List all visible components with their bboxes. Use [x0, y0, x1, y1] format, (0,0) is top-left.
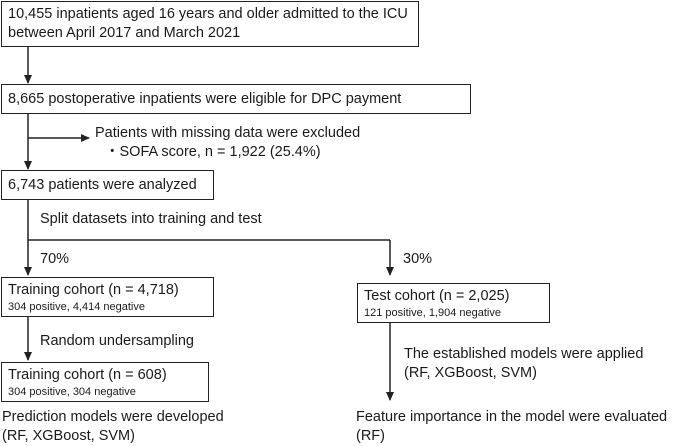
left-result-line2: (RF, XGBoost, SVM)	[2, 428, 135, 444]
training-cohort-box: Training cohort (n = 4,718) 304 positive…	[1, 277, 214, 317]
test-cohort-title: Test cohort (n = 2,025)	[364, 288, 510, 304]
applied-label-line1: The established models were applied	[404, 346, 644, 362]
left-percentage: 70%	[40, 251, 70, 267]
analyzed-box: 6,743 patients were analyzed	[1, 170, 214, 200]
exclusion-item: ・SOFA score, n = 1,922 (25.4%)	[105, 144, 321, 160]
initial-cohort-box: 10,455 inpatients aged 16 years and olde…	[1, 1, 419, 47]
left-result-line1: Prediction models were developed	[2, 409, 224, 425]
undersampled-training-detail: 304 positive, 304 negative	[8, 386, 136, 398]
right-result-line1: Feature importance in the model were eva…	[356, 409, 668, 425]
test-cohort-detail: 121 positive, 1,904 negative	[364, 307, 501, 319]
right-result-line2: (RF)	[356, 428, 385, 444]
analyzed-text: 6,743 patients were analyzed	[8, 177, 197, 193]
initial-cohort-line2: between April 2017 and March 2021	[8, 25, 241, 41]
split-label: Split datasets into training and test	[40, 211, 262, 227]
undersampled-training-box: Training cohort (n = 608) 304 positive, …	[1, 362, 209, 402]
applied-label-line2: (RF, XGBoost, SVM)	[404, 365, 537, 381]
training-cohort-title: Training cohort (n = 4,718)	[8, 282, 179, 298]
exclusion-title: Patients with missing data were excluded	[95, 125, 361, 141]
test-cohort-box: Test cohort (n = 2,025) 121 positive, 1,…	[357, 283, 550, 323]
undersampled-training-title: Training cohort (n = 608)	[8, 367, 167, 383]
eligible-text: 8,665 postoperative inpatients were elig…	[8, 91, 402, 107]
right-percentage: 30%	[403, 251, 433, 267]
training-cohort-detail: 304 positive, 4,414 negative	[8, 301, 145, 313]
initial-cohort-line1: 10,455 inpatients aged 16 years and olde…	[8, 6, 408, 22]
eligible-box: 8,665 postoperative inpatients were elig…	[1, 84, 471, 114]
undersampling-label: Random undersampling	[40, 333, 194, 349]
